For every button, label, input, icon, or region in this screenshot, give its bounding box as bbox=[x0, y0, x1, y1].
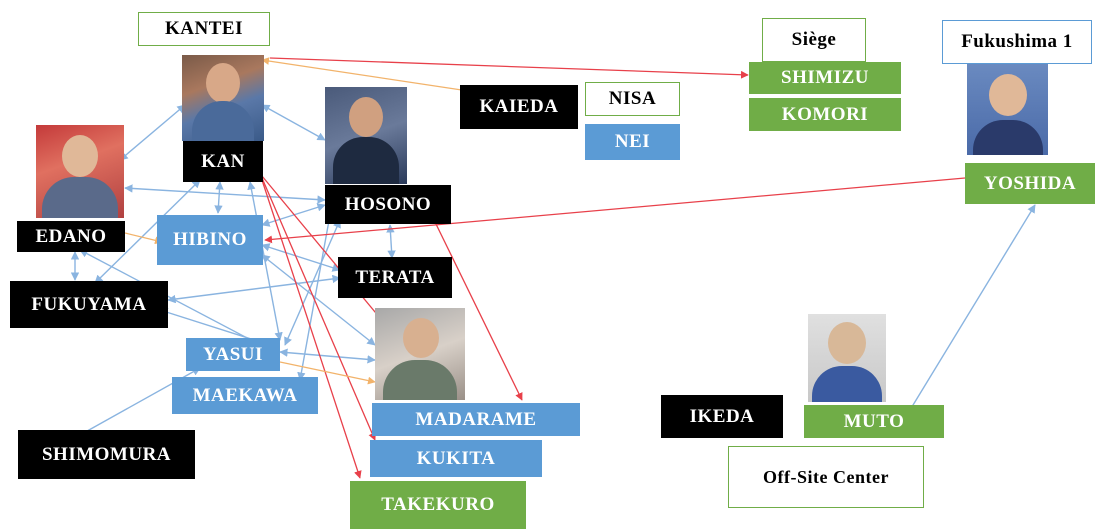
group-nisa: NISA bbox=[585, 82, 680, 116]
link-kan-madarame bbox=[261, 175, 391, 331]
name-kukita: KUKITA bbox=[370, 440, 542, 477]
link-hibino-terata bbox=[261, 243, 341, 272]
name-shimomura: SHIMOMURA bbox=[18, 430, 195, 479]
group-offsite: Off-Site Center bbox=[728, 446, 924, 508]
link-kan-hibino bbox=[214, 181, 224, 214]
name-hibino: HIBINO bbox=[157, 215, 263, 265]
link-kan-kukita bbox=[261, 177, 376, 441]
edano-photo bbox=[36, 125, 124, 218]
name-ikeda: IKEDA bbox=[661, 395, 783, 438]
link-hibino-edano bbox=[124, 232, 163, 245]
name-maekawa: MAEKAWA bbox=[172, 377, 318, 414]
link-kan-takekuro bbox=[261, 179, 362, 479]
yoshida-photo bbox=[967, 64, 1048, 155]
kan-photo bbox=[182, 55, 264, 141]
link-hosono-terata bbox=[386, 224, 396, 259]
link-fukuyama-terata bbox=[167, 274, 341, 304]
name-shimizu: SHIMIZU bbox=[749, 62, 901, 94]
link-yasui-madarame-orange bbox=[279, 361, 376, 385]
name-muto: MUTO bbox=[804, 405, 944, 438]
link-edano-hosono bbox=[124, 184, 326, 204]
link-kan-edano bbox=[119, 104, 186, 161]
name-kaieda: KAIEDA bbox=[460, 85, 578, 129]
group-kantei: KANTEI bbox=[138, 12, 270, 46]
madarame-photo bbox=[375, 308, 465, 400]
name-yasui: YASUI bbox=[186, 338, 280, 371]
name-nei: NEI bbox=[585, 124, 680, 160]
name-hosono: HOSONO bbox=[325, 185, 451, 224]
name-kan: KAN bbox=[183, 141, 263, 182]
name-yoshida: YOSHIDA bbox=[965, 163, 1095, 204]
hosono-photo bbox=[325, 87, 407, 184]
name-takekuro: TAKEKURO bbox=[350, 481, 526, 529]
group-siege: Siège bbox=[762, 18, 866, 62]
muto-photo bbox=[808, 314, 886, 402]
name-edano: EDANO bbox=[17, 221, 125, 252]
link-hibino-hosono bbox=[261, 203, 326, 227]
link-kan-hosono bbox=[261, 104, 326, 141]
link-muto-yoshida bbox=[909, 204, 1036, 411]
name-madarame: MADARAME bbox=[372, 403, 580, 436]
link-yasui-madarame bbox=[279, 348, 376, 364]
link-yoshida-hibino bbox=[264, 177, 966, 244]
group-fukushima: Fukushima 1 bbox=[942, 20, 1092, 64]
name-terata: TERATA bbox=[338, 257, 452, 298]
name-fukuyama: FUKUYAMA bbox=[10, 281, 168, 328]
link-kan-kaieda bbox=[261, 57, 476, 95]
link-hosono-yasui bbox=[284, 219, 341, 346]
link-hosono-madarame bbox=[434, 221, 523, 401]
name-komori: KOMORI bbox=[749, 98, 901, 131]
